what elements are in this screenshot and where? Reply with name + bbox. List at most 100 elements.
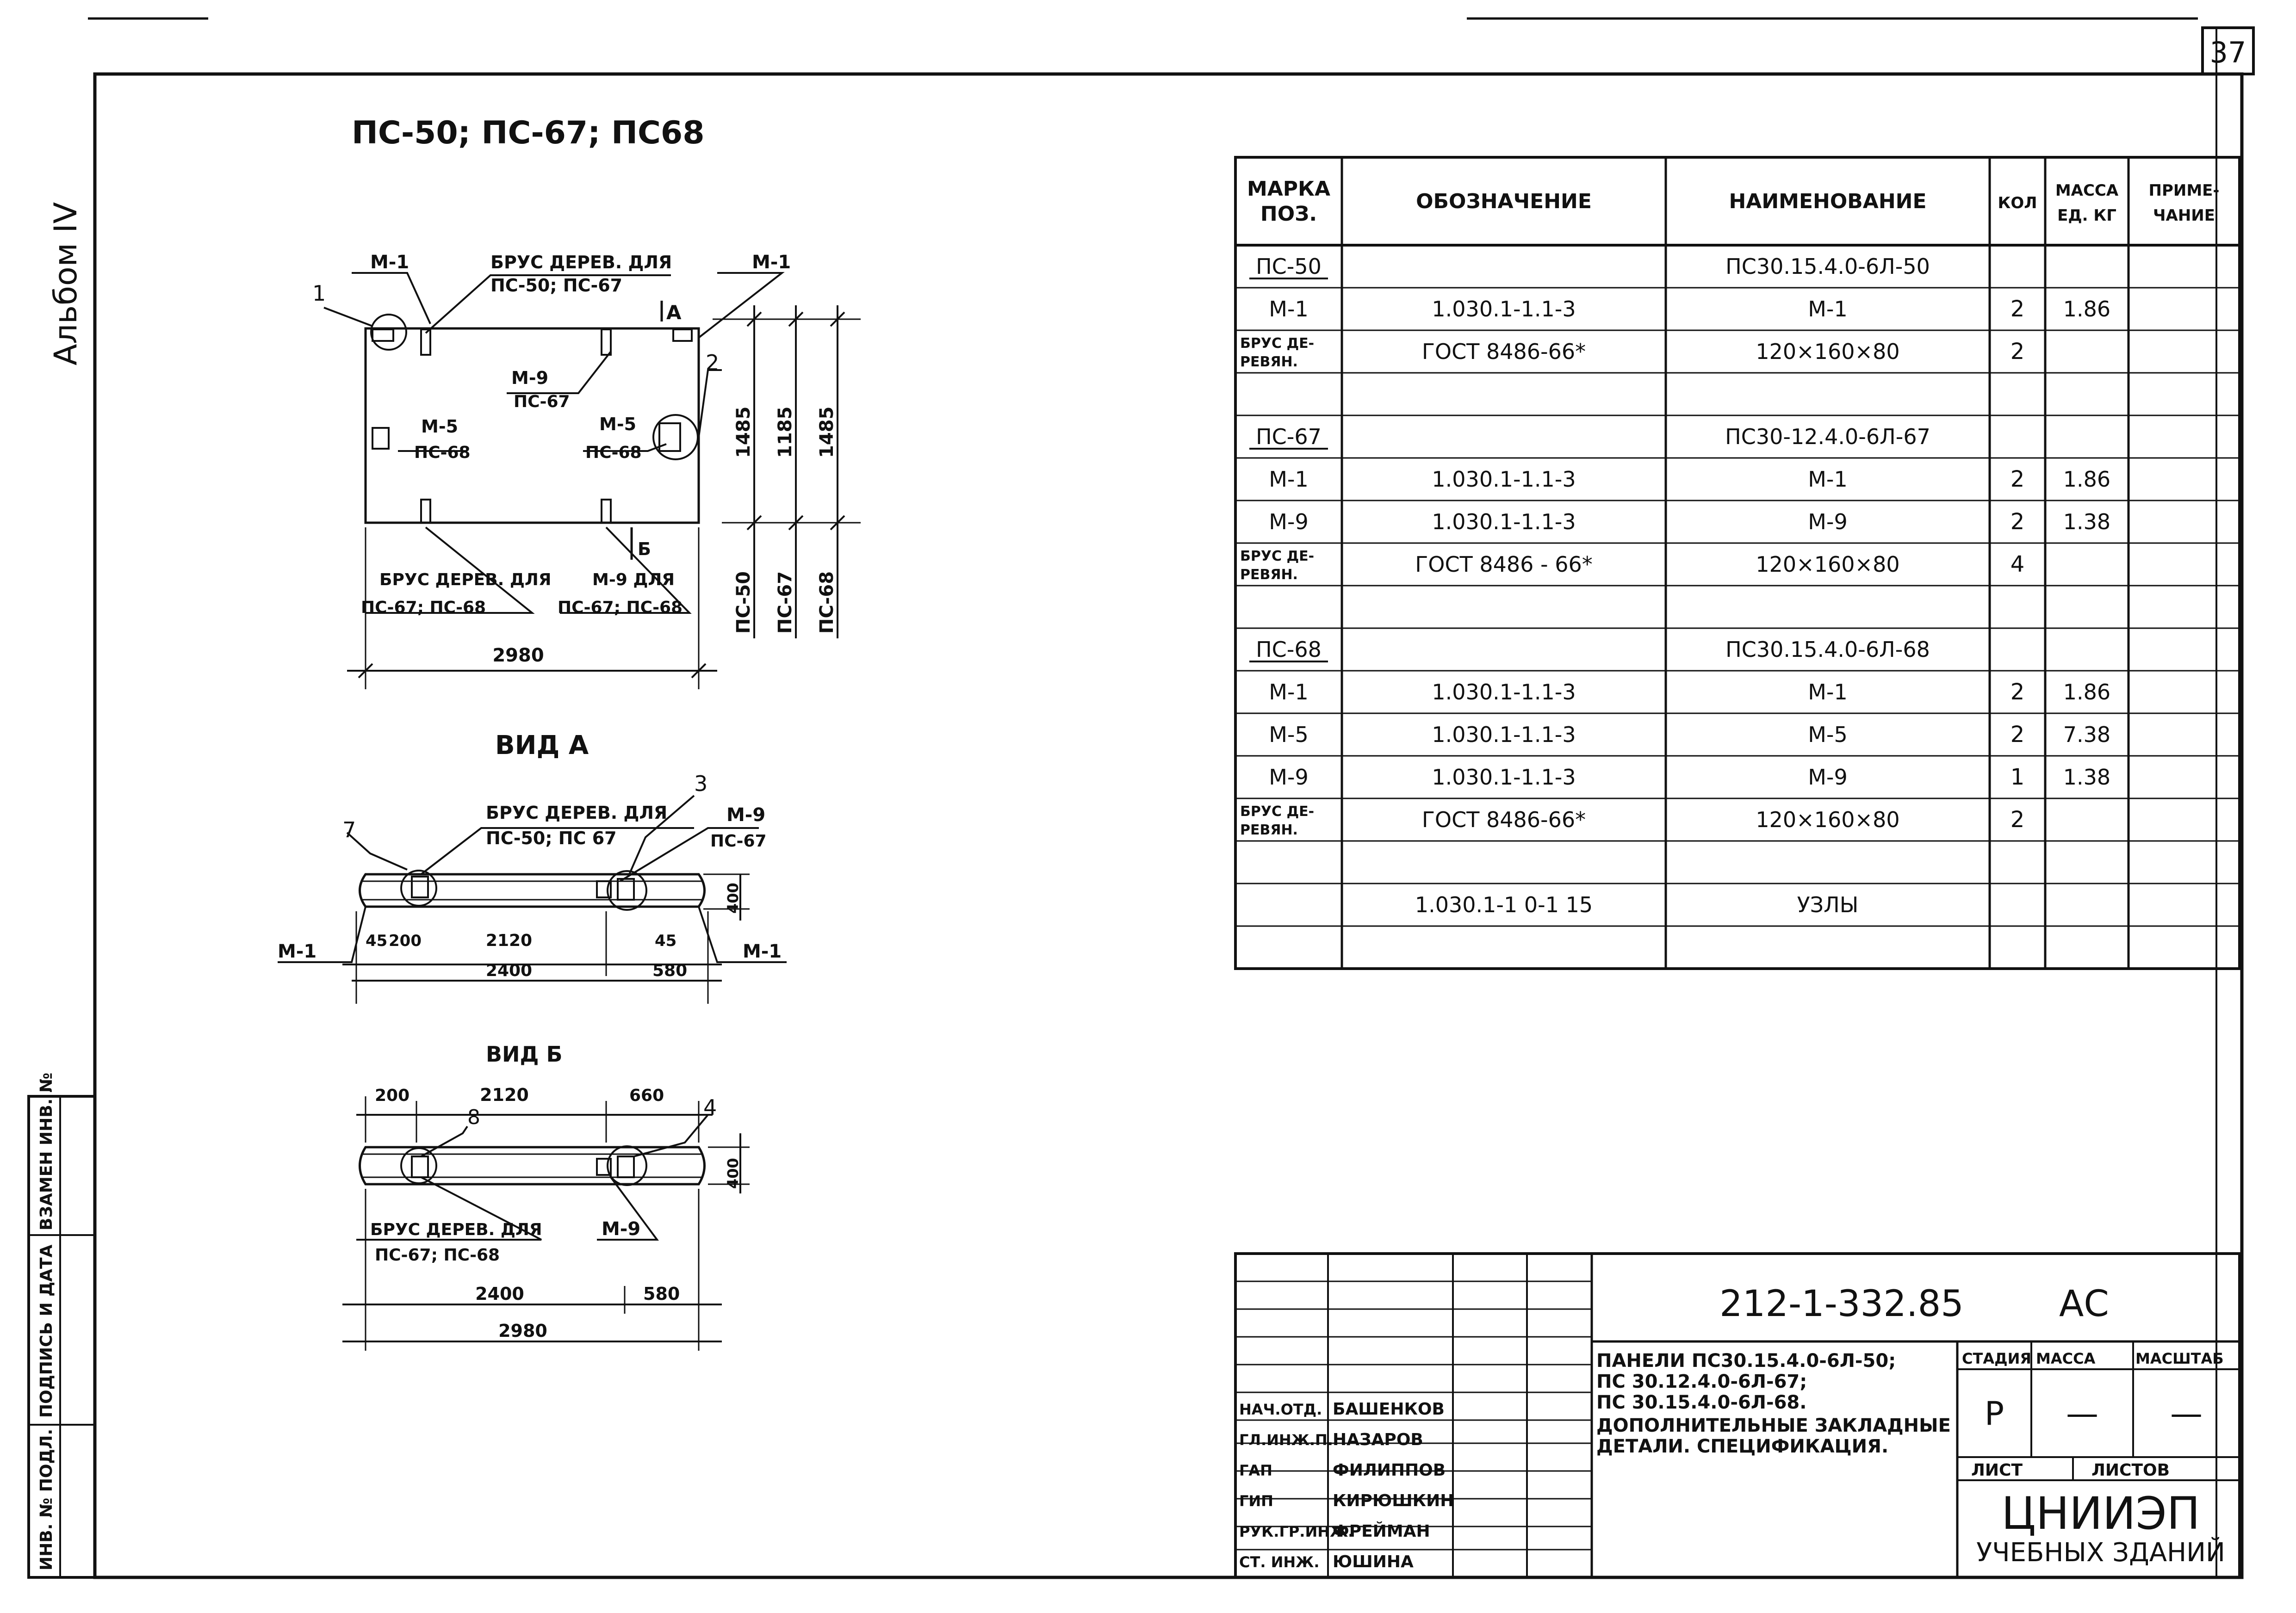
plan-m5-right-2: ПС-68 <box>585 443 642 462</box>
view-a: ВИД А БРУС ДЕРЕВ. ДЛЯ ПС-50; ПС 67 М-9 П… <box>278 730 787 1004</box>
panel-outline <box>364 327 700 524</box>
mass-header: МАССА <box>2036 1350 2096 1367</box>
spec-cell-qty: 2 <box>2011 466 2025 492</box>
plan-height-dim-3: 1485 <box>816 407 838 458</box>
sheet-label: ЛИСТ <box>1971 1461 2023 1480</box>
spec-cell-name: М-1 <box>1808 680 1848 705</box>
org-name: ЦНИИЭП <box>2001 1488 2200 1539</box>
spec-cell-mark: ПС-68 <box>1256 637 1322 662</box>
view-a-brus-1: БРУС ДЕРЕВ. ДЛЯ <box>486 803 667 823</box>
plan-height-dim-1: 1485 <box>733 407 754 458</box>
spec-cell-code: 1.030.1-1.1-3 <box>1432 680 1576 705</box>
scale-header: МАСШТАБ <box>2135 1350 2224 1367</box>
plan-callout-a: А <box>666 301 682 324</box>
spec-header: МАРКА <box>1247 177 1330 201</box>
signature-name: КИРЮШКИН <box>1333 1491 1454 1510</box>
title-desc-1: ПАНЕЛИ ПС30.15.4.0-6Л-50; <box>1596 1350 1896 1372</box>
scale-value: — <box>2170 1395 2203 1433</box>
spec-cell-qty: 4 <box>2011 551 2025 577</box>
spec-cell-mark: РЕВЯН. <box>1240 567 1298 583</box>
spec-cell-code: 1.030.1-1.1-3 <box>1432 509 1576 534</box>
spec-cell-qty: 2 <box>2011 679 2025 705</box>
view-a-node-3: 3 <box>694 771 707 796</box>
spec-cell-mark: ПС-67 <box>1256 424 1322 449</box>
plan-callout-b: Б <box>638 539 651 559</box>
plan-height-dim-2: 1185 <box>775 407 796 458</box>
plan-height-panel-3: ПС-68 <box>816 571 838 634</box>
view-b-node-8: 8 <box>467 1106 480 1129</box>
spec-cell-name: М-1 <box>1808 467 1848 492</box>
node-8-circle <box>400 1147 437 1184</box>
plan-m9-bottom-1: М-9 ДЛЯ <box>592 570 675 589</box>
signature-role: СТ. ИНЖ. <box>1239 1553 1320 1571</box>
spec-cell-name: М-1 <box>1808 297 1848 321</box>
stage-header: СТАДИЯ <box>1962 1350 2031 1367</box>
spec-cell-mass: 1.86 <box>2063 680 2110 705</box>
signature-name: ФИЛИППОВ <box>1333 1461 1446 1480</box>
spec-table-frame <box>1234 156 2241 970</box>
spec-cell-qty: 2 <box>2011 722 2025 748</box>
spec-cell-mark: М-1 <box>1269 297 1309 321</box>
signature-role: РУК.ГР.ИНЖ. <box>1239 1523 1353 1540</box>
plan-m5-right-1: М-5 <box>599 414 636 434</box>
spec-cell-name: ПС30-12.4.0-6Л-67 <box>1725 424 1930 449</box>
spec-cell-mark: М-5 <box>1269 722 1309 747</box>
spec-cell-code: ГОСТ 8486 - 66* <box>1415 552 1593 577</box>
view-b-dim-2400: 2400 <box>475 1284 524 1304</box>
spec-cell-mark: М-1 <box>1269 467 1309 492</box>
signature-role: НАЧ.ОТД. <box>1239 1401 1322 1418</box>
stamp-sign-label: ПОДПИСЬ И ДАТА <box>37 1244 56 1418</box>
plan-m5-left-2: ПС-68 <box>414 443 471 462</box>
spec-cell-mark: БРУС ДЕ- <box>1240 335 1314 352</box>
spec-cell-code: 1.030.1-1.1-3 <box>1432 765 1576 790</box>
spec-cell-name: ПС30.15.4.0-6Л-50 <box>1725 254 1930 279</box>
spec-cell-mass: 7.38 <box>2063 722 2110 747</box>
signature-name: БАШЕНКОВ <box>1333 1400 1445 1419</box>
spec-cell-name: УЗЛЫ <box>1797 892 1859 917</box>
spec-cell-name: 120×160×80 <box>1756 339 1899 364</box>
spec-cell-mark: БРУС ДЕ- <box>1240 803 1314 820</box>
stamp-column: ИНВ. № ПОДЛ. ПОДПИСЬ И ДАТА ВЗАМЕН ИНВ. … <box>27 1073 96 1579</box>
spec-cell-name: 120×160×80 <box>1756 552 1899 577</box>
drawing-title: ПС-50; ПС-67; ПС68 <box>352 115 705 151</box>
doc-number: 212-1-332.85 <box>1719 1283 1964 1325</box>
view-a-dim-2120: 2120 <box>486 931 532 950</box>
spec-cell-qty: 2 <box>2011 339 2025 365</box>
view-b-title: ВИД Б <box>486 1042 563 1067</box>
plan-node-1: 1 <box>312 281 326 306</box>
view-a-m9-1: М-9 <box>726 804 765 826</box>
spec-header: ОБОЗНАЧЕНИЕ <box>1416 190 1592 213</box>
spec-cell-name: М-5 <box>1808 722 1848 747</box>
plan-brus-bottom-1: БРУС ДЕРЕВ. ДЛЯ <box>379 570 552 589</box>
spec-cell-mark: РЕВЯН. <box>1240 822 1298 838</box>
signature-name: ЮШИНА <box>1333 1552 1414 1571</box>
plan-m9-bottom-2: ПС-67; ПС-68 <box>558 598 683 617</box>
plan-brus-bottom-2: ПС-67; ПС-68 <box>361 598 486 617</box>
view-a-m1-right: М-1 <box>743 941 782 962</box>
view-b-dim-400: 400 <box>724 1158 742 1189</box>
spec-cell-mass: 1.86 <box>2063 467 2110 492</box>
view-a-dim-2400: 2400 <box>486 961 532 980</box>
spec-header: НАИМЕНОВАНИЕ <box>1729 190 1926 213</box>
spec-cell-name: 120×160×80 <box>1756 807 1899 832</box>
spec-cell-code: ГОСТ 8486-66* <box>1422 807 1586 832</box>
view-a-m1-left: М-1 <box>278 941 316 962</box>
signature-name: НАЗАРОВ <box>1333 1430 1423 1449</box>
view-b-brus-2: ПС-67; ПС-68 <box>375 1246 500 1265</box>
view-a-dim-200: 200 <box>389 932 422 950</box>
album-label: Альбом IV <box>48 202 84 365</box>
spec-cell-code: 1.030.1-1.1-3 <box>1432 467 1576 492</box>
page-number: 37 <box>2210 36 2246 69</box>
spec-cell-code: 1.030.1-1 0-1 15 <box>1415 892 1593 917</box>
plan-m1-right: М-1 <box>752 252 791 273</box>
view-b: ВИД Б 200 2120 660 8 4 400 БРУС ДЕРЕВ. Д… <box>342 1042 750 1351</box>
plan-brus-top-2: ПС-50; ПС-67 <box>490 275 622 296</box>
spec-header: МАССА <box>2055 181 2119 200</box>
view-a-node-7: 7 <box>342 817 356 842</box>
spec-cell-mass: 1.86 <box>2063 297 2110 321</box>
node-1-circle <box>370 314 407 351</box>
stage-value: Р <box>1985 1395 2004 1433</box>
signature-role: ГАП <box>1239 1462 1272 1479</box>
plan-view: М-1 М-1 БРУС ДЕРЕВ. ДЛЯ ПС-50; ПС-67 А М… <box>312 252 861 689</box>
spec-header: ПОЗ. <box>1260 202 1317 226</box>
